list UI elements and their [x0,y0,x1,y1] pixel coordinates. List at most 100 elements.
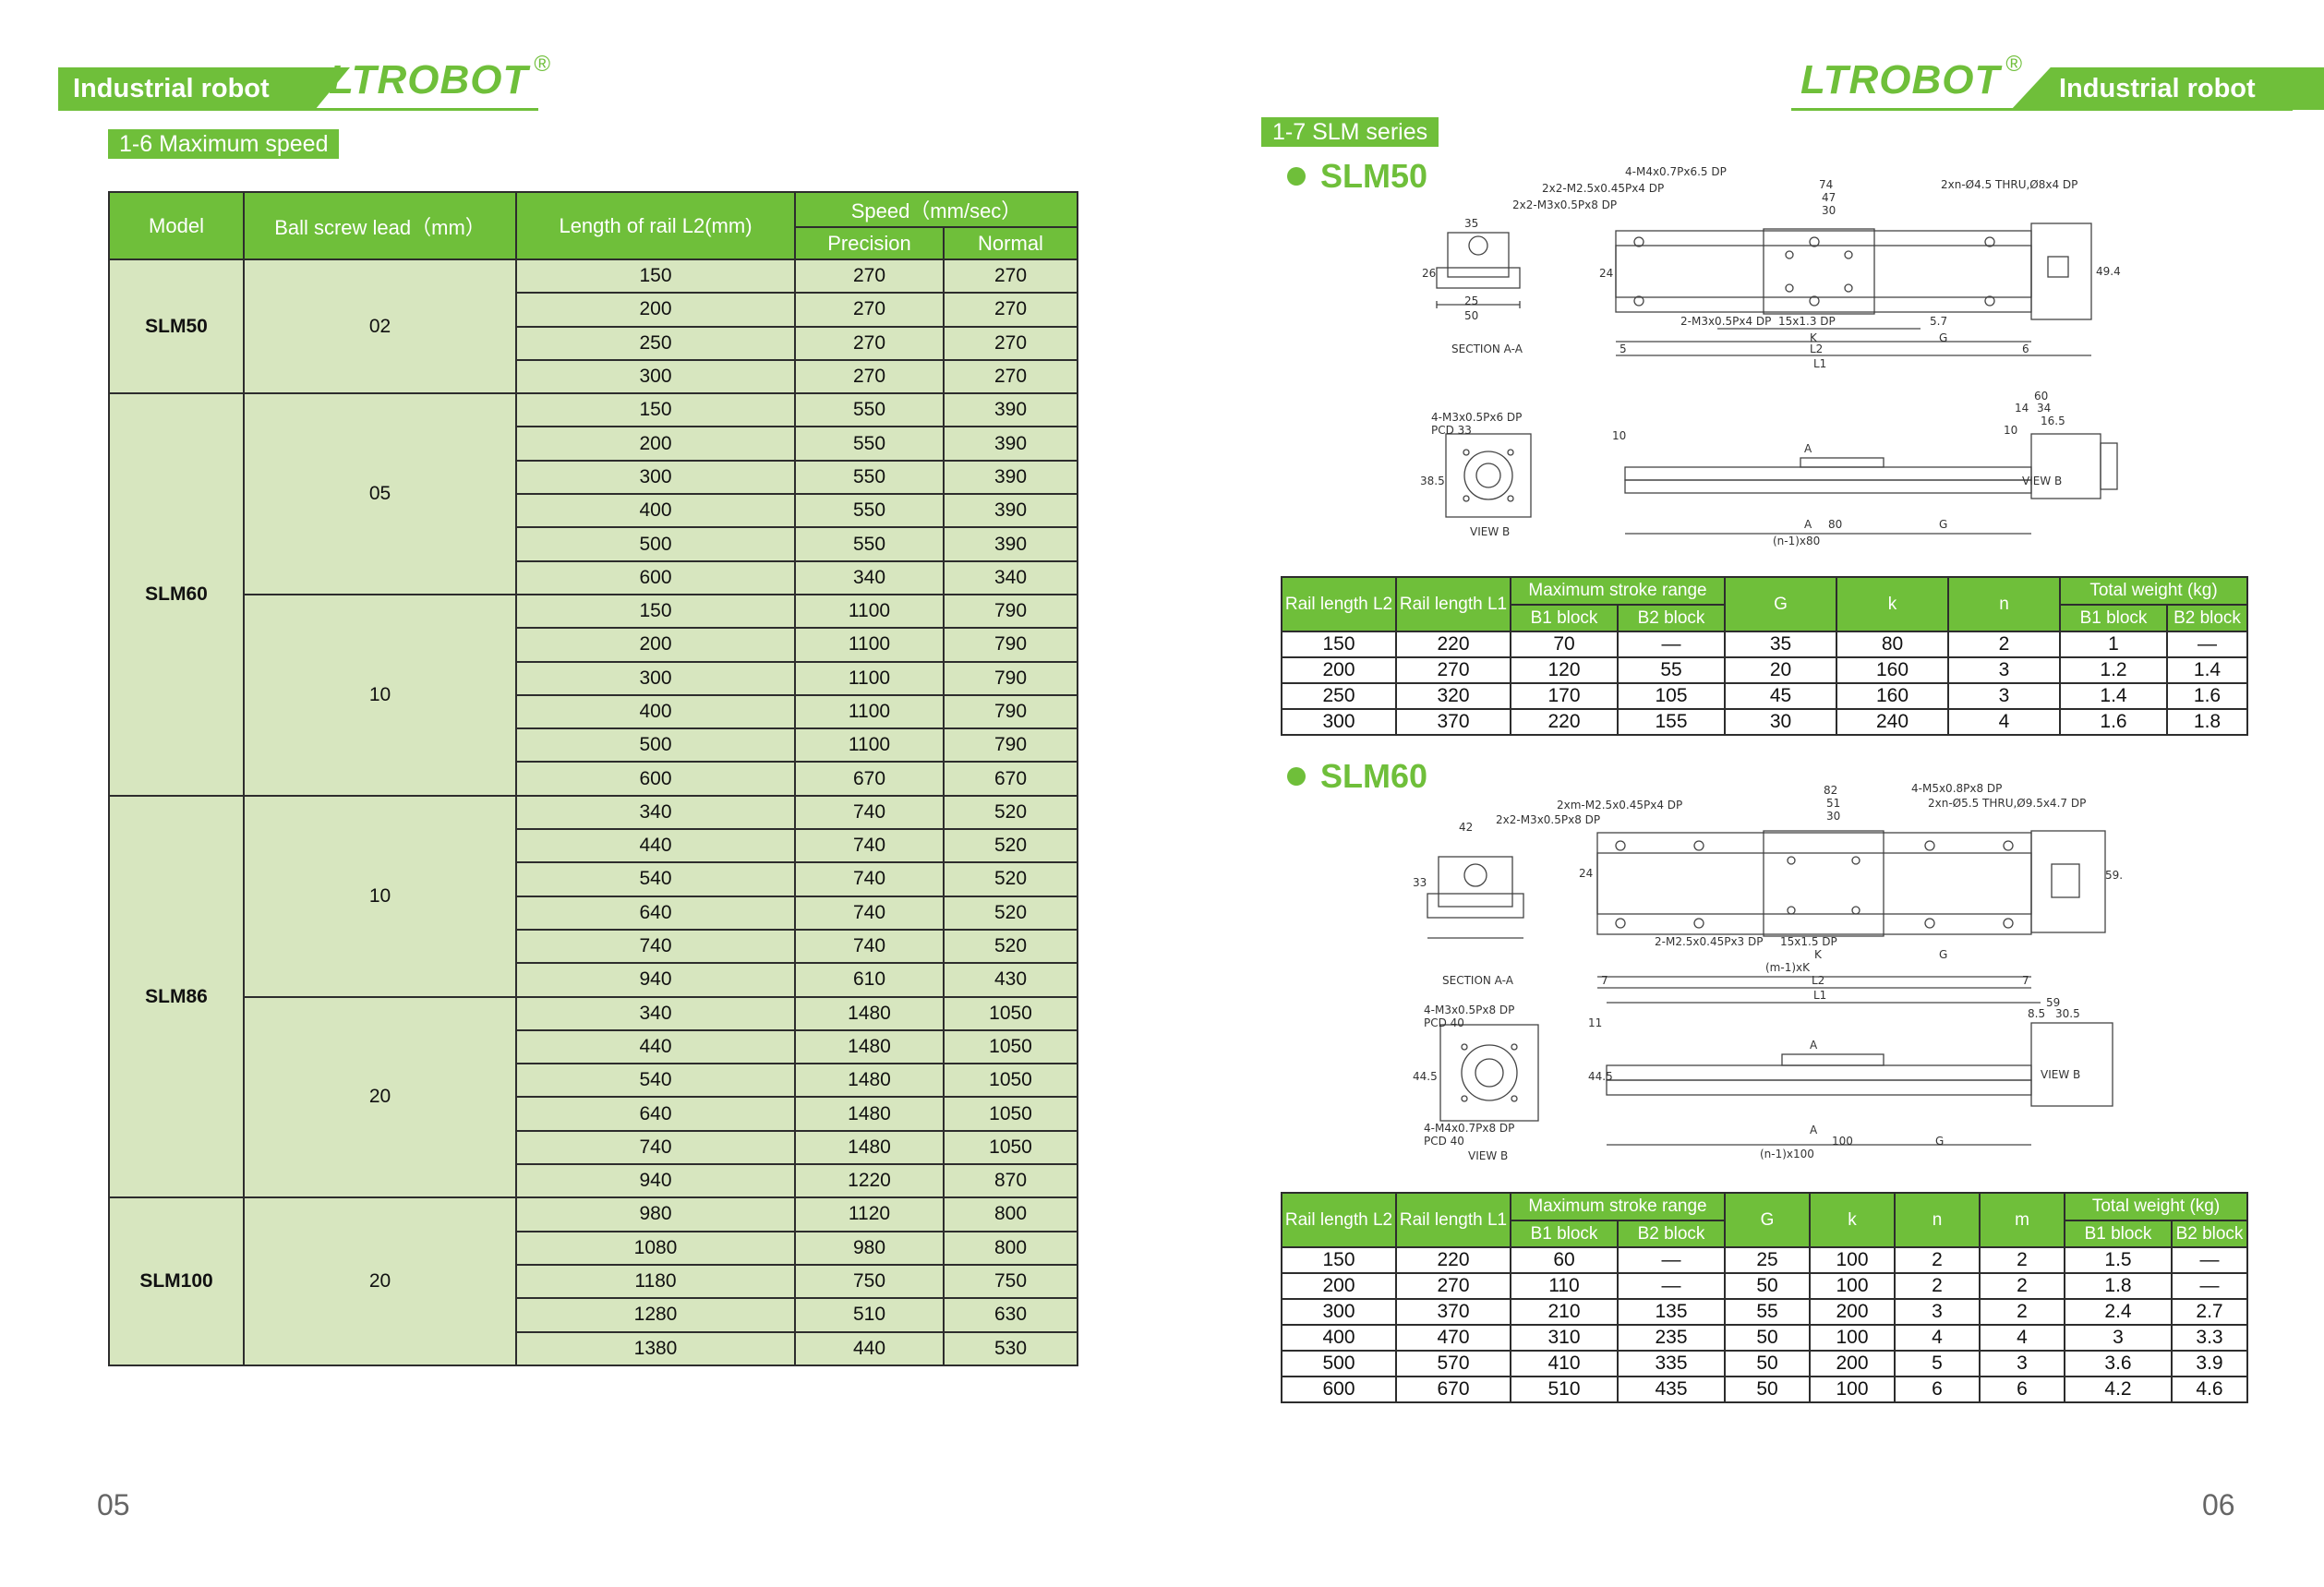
svg-text:7: 7 [1601,974,1608,987]
table-cell: 110 [1510,1272,1619,1300]
svg-text:4-M3x0.5Px8 DP: 4-M3x0.5Px8 DP [1424,1004,1514,1016]
svg-text:82: 82 [1824,784,1837,797]
svg-text:VIEW B: VIEW B [2022,475,2062,487]
bullet-dot-icon [1287,167,1306,186]
normal-cell: 390 [943,392,1078,428]
slm60-drawing: 2xm-M2.5x0.45Px4 DP 2x2-M3x0.5Px8 DP 4-M… [1413,782,2124,1162]
svg-text:VIEW B: VIEW B [1468,1149,1508,1162]
rail-cell: 500 [515,526,796,562]
normal-cell: 520 [943,828,1078,864]
normal-cell: 270 [943,258,1078,295]
table-cell: — [1617,1272,1726,1300]
table-cell: 240 [1836,708,1949,736]
table-cell: 55 [1724,1298,1811,1326]
model-cell: SLM86 [108,794,245,1199]
header-band-left: Industrial robot [58,67,350,110]
svg-text:26: 26 [1422,267,1436,280]
table-cell: 510 [1510,1376,1619,1403]
svg-text:L2: L2 [1812,974,1824,987]
precision-cell: 740 [794,828,945,864]
precision-cell: 610 [794,962,945,998]
normal-cell: 1050 [943,995,1078,1031]
precision-cell: 740 [794,928,945,965]
svg-text:7: 7 [2022,974,2029,987]
table-cell: 4 [1979,1324,2065,1352]
col-header-speed: Speed（mm/sec） [794,191,1078,228]
normal-cell: 800 [943,1230,1078,1266]
table-cell: — [2166,631,2248,658]
slm60-spec-table: Rail length L2 Rail length L1 Maximum st… [1281,1192,2248,1403]
lead-cell: 10 [243,593,517,797]
svg-text:A: A [1810,1039,1818,1052]
table-cell: 2 [1894,1272,1981,1300]
table-cell: 400 [1281,1324,1397,1352]
rail-cell: 340 [515,794,796,831]
col-header-b2: B2 block [1617,1220,1726,1248]
svg-text:2x2-M2.5x0.45Px4 DP: 2x2-M2.5x0.45Px4 DP [1542,182,1664,195]
col-header-weight: Total weight (kg) [2059,576,2248,606]
table-cell: 3 [2064,1324,2173,1352]
normal-cell: 1050 [943,1063,1078,1099]
rail-cell: 600 [515,761,796,797]
svg-text:34: 34 [2037,402,2051,415]
precision-cell: 740 [794,861,945,897]
svg-text:24: 24 [1599,267,1613,280]
table-cell: 50 [1724,1376,1811,1403]
table-cell: 200 [1809,1350,1896,1377]
col-header-m: m [1979,1192,2065,1248]
table-cell: 200 [1281,1272,1397,1300]
svg-text:4-M4x0.7Px8 DP: 4-M4x0.7Px8 DP [1424,1122,1514,1135]
svg-text:59.6: 59.6 [2105,869,2124,882]
rail-cell: 150 [515,258,796,295]
precision-cell: 1480 [794,1129,945,1166]
col-header-stroke: Maximum stroke range [1510,576,1726,606]
svg-text:10: 10 [1612,429,1626,442]
svg-text:SECTION A-A: SECTION A-A [1451,343,1523,355]
table-cell: 4.2 [2064,1376,2173,1403]
table-cell: 100 [1809,1272,1896,1300]
normal-cell: 790 [943,660,1078,696]
normal-cell: 750 [943,1263,1078,1300]
svg-text:80: 80 [1828,518,1842,531]
normal-cell: 390 [943,493,1078,529]
normal-cell: 790 [943,593,1078,630]
rail-cell: 940 [515,962,796,998]
normal-cell: 390 [943,459,1078,496]
col-header-stroke: Maximum stroke range [1510,1192,1726,1221]
precision-cell: 740 [794,895,945,931]
table-cell: 370 [1395,1298,1511,1326]
precision-cell: 270 [794,258,945,295]
normal-cell: 520 [943,794,1078,831]
svg-text:25: 25 [1464,295,1478,307]
table-cell: 235 [1617,1324,1726,1352]
table-cell: 160 [1836,682,1949,710]
col-header-n: n [1947,576,2061,632]
table-cell: 300 [1281,1298,1397,1326]
col-header-b1: B1 block [1510,604,1619,632]
rail-cell: 540 [515,861,796,897]
max-speed-table: Model Ball screw lead（mm） Length of rail… [108,191,1078,1366]
rail-cell: 1280 [515,1297,796,1333]
precision-cell: 1100 [794,727,945,763]
rail-cell: 440 [515,828,796,864]
table-cell: 200 [1281,656,1397,684]
model-cell: SLM50 [108,258,245,395]
svg-text:2-M3x0.5Px4 DP: 2-M3x0.5Px4 DP [1680,315,1771,328]
col-header-w1: B1 block [2064,1220,2173,1248]
table-cell: 50 [1724,1272,1811,1300]
precision-cell: 270 [794,292,945,328]
svg-text:L1: L1 [1813,989,1826,1002]
precision-cell: 980 [794,1230,945,1266]
svg-text:L2: L2 [1810,343,1823,355]
